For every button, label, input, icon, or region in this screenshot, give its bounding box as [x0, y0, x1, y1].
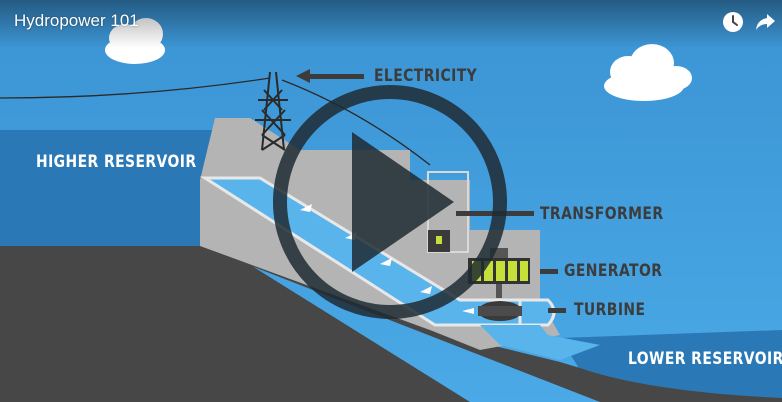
cloud-right	[604, 44, 692, 101]
label-higher-reservoir: HIGHER RESERVOIR	[36, 152, 197, 172]
play-icon	[352, 132, 454, 272]
video-title[interactable]: Hydropower 101	[14, 11, 139, 30]
label-lower-reservoir: LOWER RESERVOIR	[628, 349, 782, 369]
clock-icon[interactable]	[720, 9, 746, 35]
cloud-left	[105, 18, 165, 64]
share-arrow-icon[interactable]	[752, 9, 778, 35]
label-transformer: TRANSFORMER	[540, 204, 664, 224]
label-turbine: TURBINE	[574, 300, 646, 320]
play-button[interactable]	[272, 84, 508, 320]
label-electricity: ELECTRICITY	[374, 66, 478, 86]
label-generator: GENERATOR	[564, 261, 663, 281]
title-bar	[0, 0, 782, 48]
